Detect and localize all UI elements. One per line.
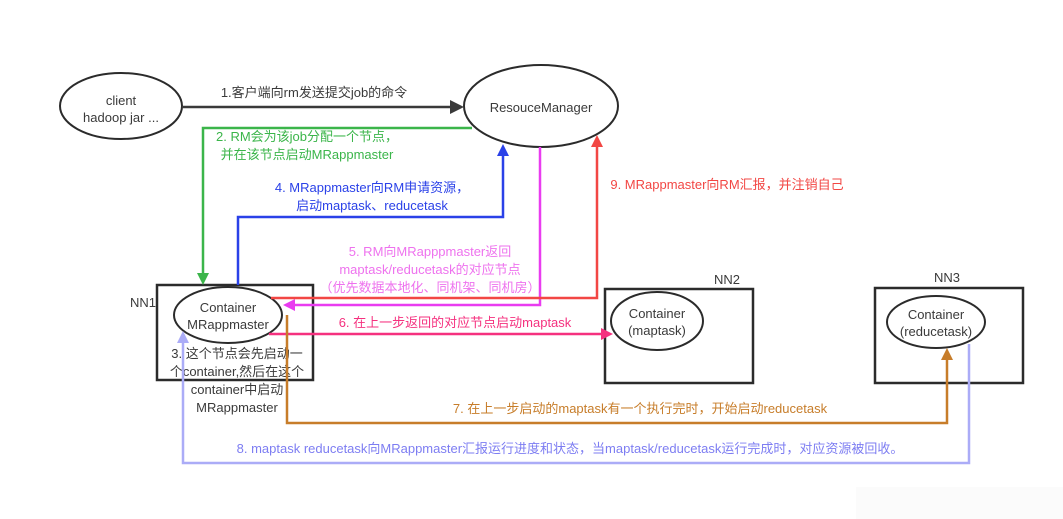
- step3-line4: MRappmaster: [196, 400, 278, 415]
- step4-line2: 启动maptask、reducetask: [296, 198, 448, 213]
- step3-line2: 个container,然后在这个: [169, 364, 305, 379]
- arrow6-head: [601, 328, 613, 340]
- arrow4-head: [497, 144, 509, 156]
- step2-label: 2. RM会为该job分配一个节点， 并在该节点启动MRappmaster: [216, 128, 398, 164]
- client-line2: hadoop jar ...: [83, 110, 159, 125]
- step8-label: 8. maptask reducetask向MRappmaster汇报运行进度和…: [236, 441, 904, 456]
- nn2-label: NN2: [713, 272, 741, 287]
- step3-label: 3. 这个节点会先启动一 个container,然后在这个 container中…: [170, 345, 304, 417]
- arrow1-head: [450, 100, 464, 114]
- step9-label: 9. MRappmaster向RM汇报，并注销自己: [610, 177, 844, 192]
- step6-label: 6. 在上一步返回的对应节点启动maptask: [338, 315, 572, 330]
- resourcemanager-label: ResouceManager: [489, 100, 593, 115]
- nn3-container-line1: Container: [907, 307, 965, 322]
- nn1-container-label: Container MRappmaster: [187, 299, 269, 333]
- client-line1: client: [105, 93, 137, 108]
- step1-label: 1.客户端向rm发送提交job的命令: [220, 85, 408, 100]
- client-node-label: client hadoop jar ...: [83, 92, 159, 126]
- watermark-area: [856, 487, 1063, 519]
- nn1-container-line1: Container: [199, 300, 257, 315]
- step4-label: 4. MRappmaster向RM申请资源， 启动maptask、reducet…: [275, 179, 469, 215]
- nn3-container-line2: (reducetask): [899, 324, 973, 339]
- nn2-container-label: Container (maptask): [628, 305, 686, 339]
- step3-line3: container中启动: [190, 382, 284, 397]
- arrow5-head: [283, 299, 295, 311]
- nn3-container-label: Container (reducetask): [900, 306, 972, 340]
- nn1-label: NN1: [130, 295, 157, 310]
- step5-line3: （优先数据本地化、同机架、同机房）: [319, 280, 541, 295]
- step5-line2: maptask/reducetask的对应节点: [339, 262, 521, 277]
- nn2-container-line2: (maptask): [628, 323, 686, 338]
- nn3-label: NN3: [933, 270, 961, 285]
- arrow9-head: [591, 135, 603, 147]
- step5-line1: 5. RM向MRapppmaster返回: [348, 244, 512, 259]
- arrow7-head: [941, 348, 953, 360]
- nn2-container-line1: Container: [628, 306, 686, 321]
- step4-line1: 4. MRappmaster向RM申请资源，: [274, 180, 470, 195]
- step3-line1: 3. 这个节点会先启动一: [171, 346, 303, 361]
- step2-line1: 2. RM会为该job分配一个节点，: [215, 129, 399, 144]
- nn1-container-line2: MRappmaster: [187, 317, 269, 332]
- arrow2-head: [197, 273, 209, 285]
- step7-label: 7. 在上一步启动的maptask有一个执行完时，开始启动reducetask: [452, 401, 828, 416]
- step5-label: 5. RM向MRapppmaster返回 maptask/reducetask的…: [319, 243, 540, 297]
- step2-line2: 并在该节点启动MRappmaster: [220, 147, 394, 162]
